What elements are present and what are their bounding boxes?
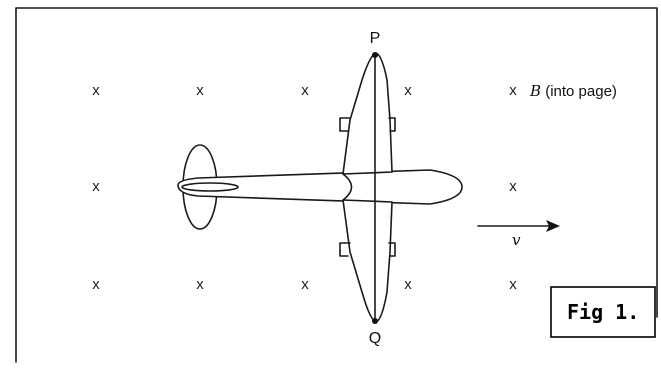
field-cross: x [92,82,100,99]
velocity-arrow [477,220,560,232]
airplane [177,52,463,324]
fuselage [177,169,463,205]
field-cross: x [196,82,204,99]
tail-stabilizer [181,182,239,192]
frame-border [15,7,658,318]
engine-lower-right [388,242,396,257]
wing-root-seam [342,173,353,201]
label-P: P [370,30,381,47]
field-cross: x [509,178,517,195]
engine-upper-right [388,117,396,132]
field-cross: x [404,82,412,99]
field-symbol-B: B [529,82,541,100]
field-cross: x [92,276,100,293]
velocity-label: v [512,231,521,249]
field-cross: x [92,178,100,195]
field-cross: x [196,276,204,293]
field-cross: x [301,276,309,293]
upper-wing [342,52,393,175]
figure-label: Fig 1. [567,300,639,324]
engine-lower-left [339,242,351,257]
point-Q-dot [372,318,378,324]
field-cross: x [404,276,412,293]
field-cross: x [301,82,309,99]
lower-wing [342,199,393,323]
field-cross: x [509,276,517,293]
figure-label-box [550,286,656,338]
field-direction-text: (into page) [541,83,617,100]
field-cross: x [509,82,517,99]
field-label: B (into page) [529,82,617,100]
point-P-dot [372,52,378,58]
label-Q: Q [369,330,381,347]
engine-upper-left [339,117,351,132]
